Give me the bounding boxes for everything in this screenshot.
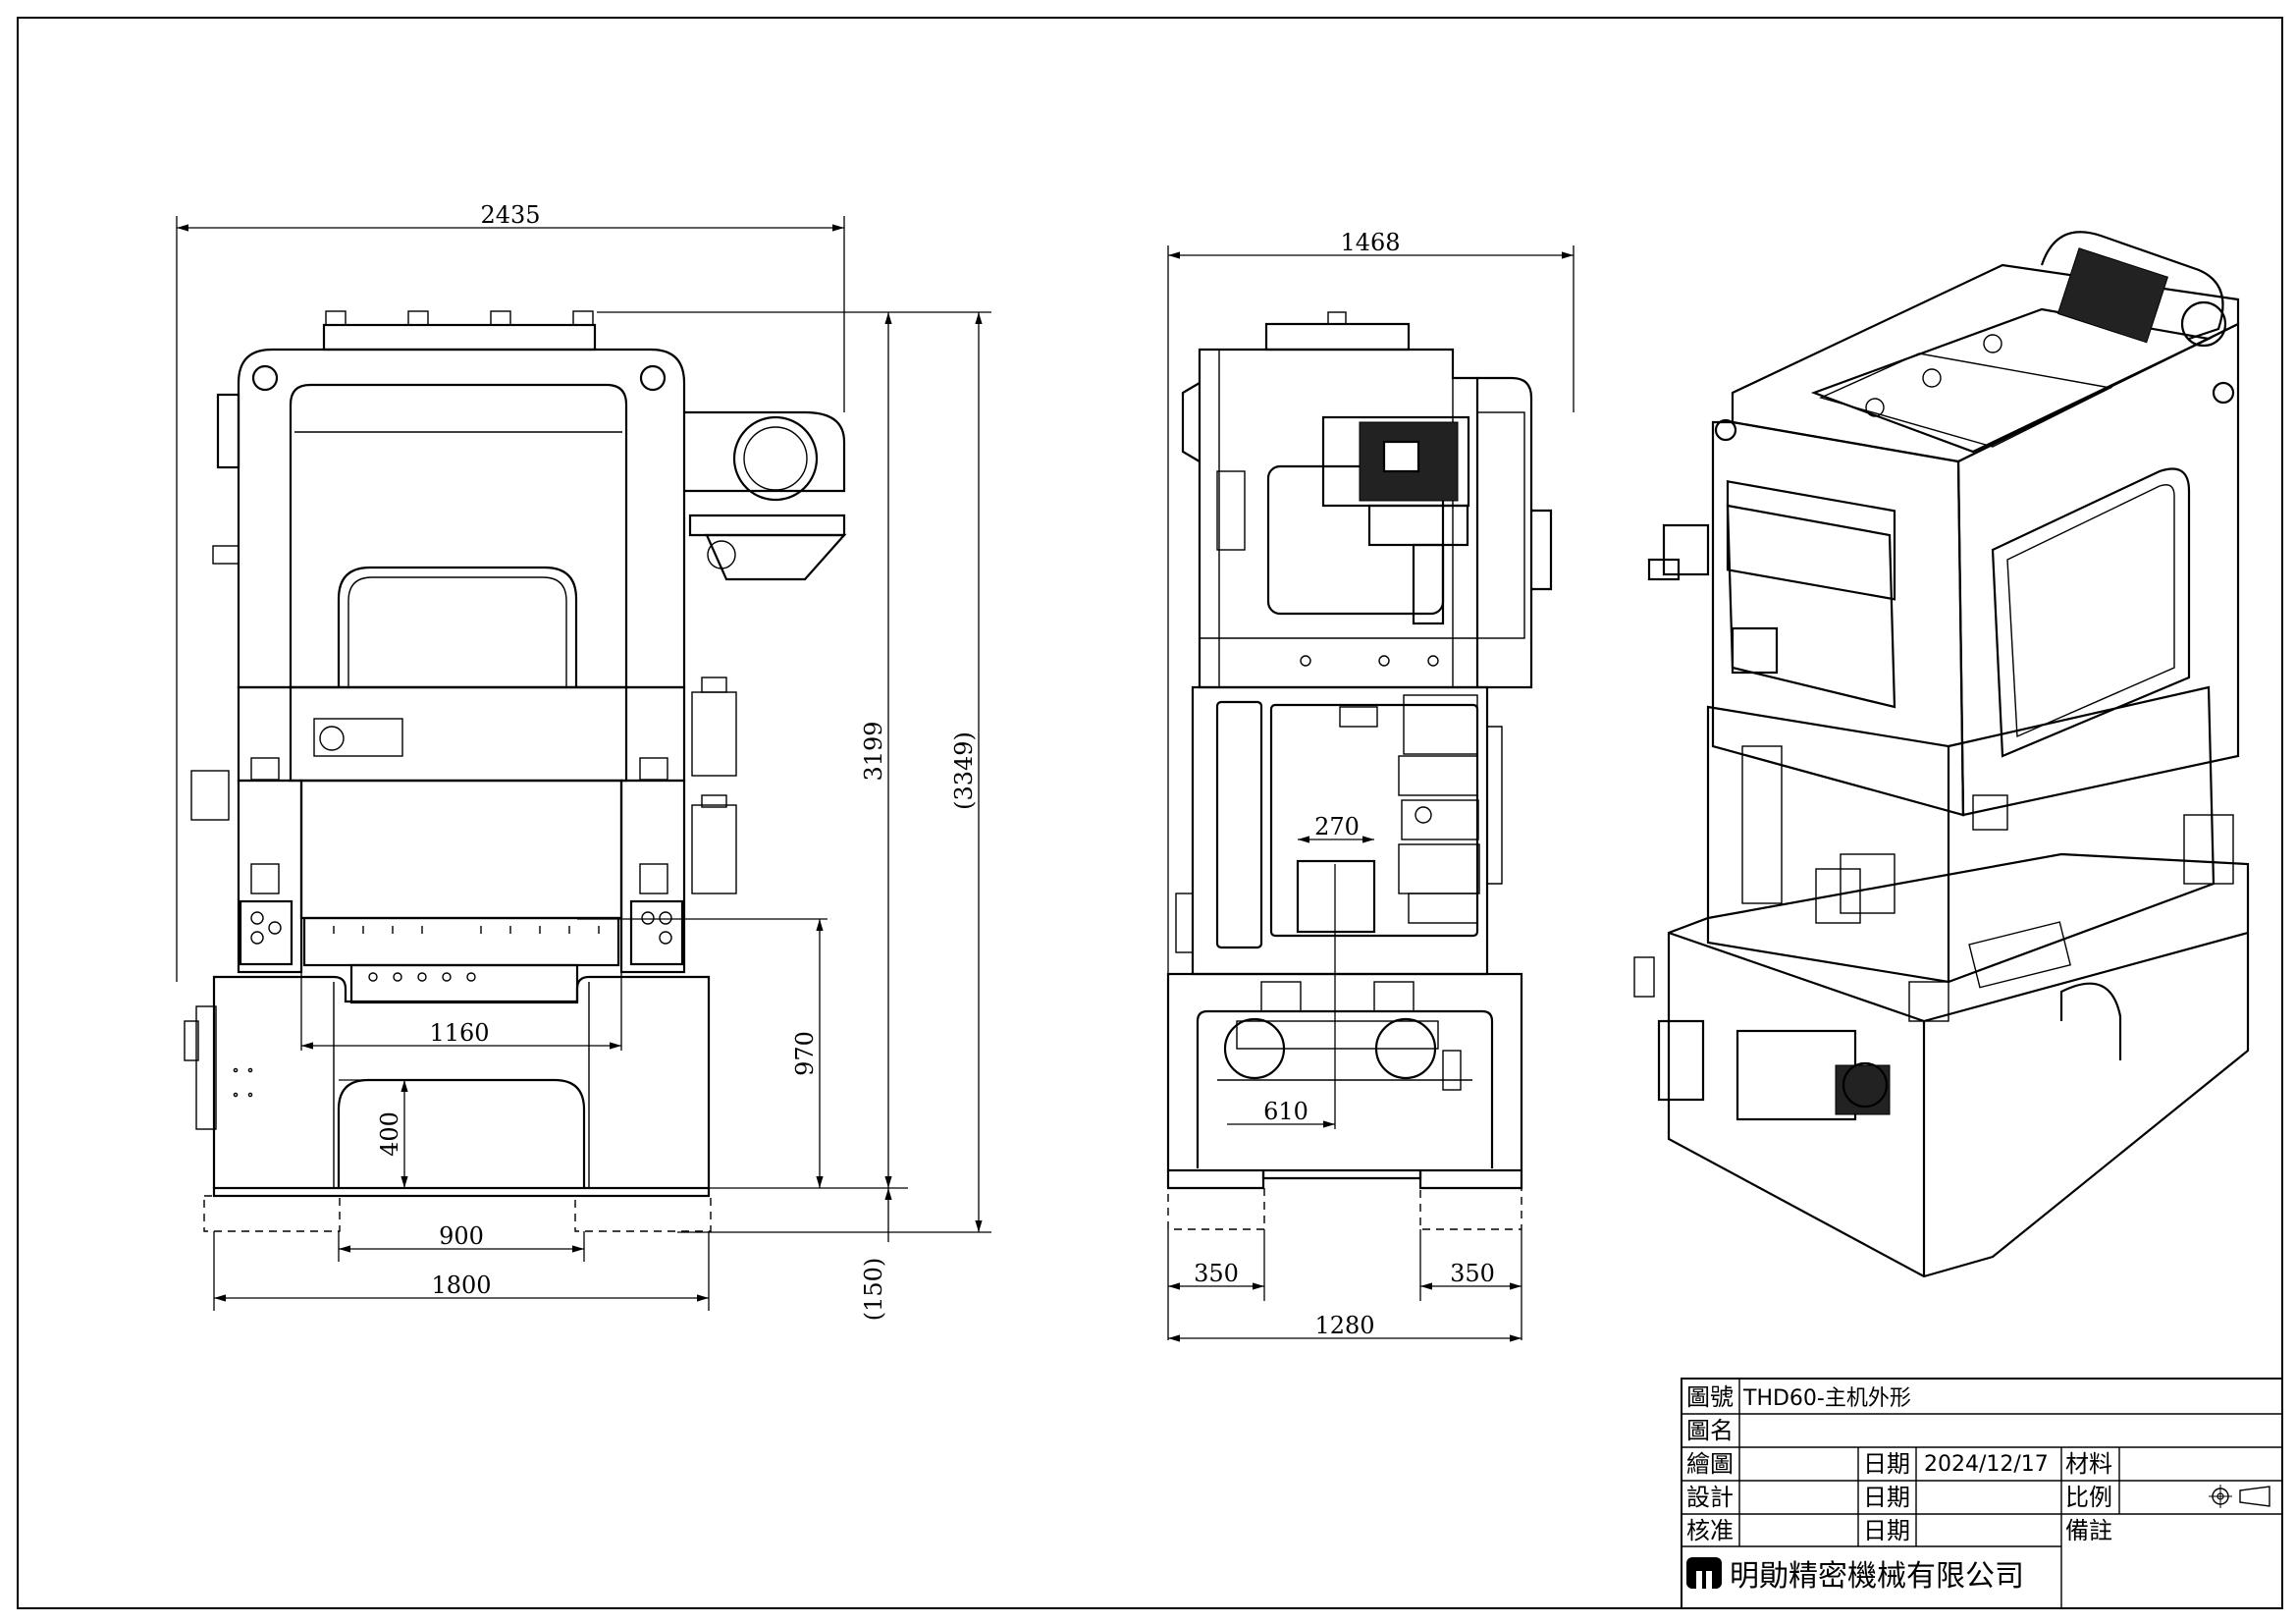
front-view (184, 310, 847, 1232)
tb-drawing-no-value: THD60-主机外形 (1742, 1386, 1911, 1411)
dim-side-base-depth: 610 (1263, 1098, 1308, 1125)
tb-drawn-label: 繪圖 (1686, 1450, 1734, 1478)
front-dimensions: 2435 3199 (3349) (150) 970 1160 400 900 … (176, 201, 991, 1322)
tb-date-label-3: 日期 (1863, 1517, 1910, 1544)
title-block: 圖號 THD60-主机外形 圖名 繪圖 設計 核准 日期 日期 日期 2024/… (1681, 1378, 2283, 1609)
dim-side-foot-left: 350 (1194, 1260, 1239, 1287)
side-dimensions: 1468 270 610 350 350 1280 (1167, 229, 1575, 1342)
dim-front-opening: 1160 (429, 1019, 489, 1047)
dim-side-width: 1468 (1340, 229, 1400, 256)
dim-front-foundation: (150) (860, 1258, 887, 1322)
tb-date-value: 2024/12/17 (1924, 1452, 2049, 1477)
side-view (1166, 311, 1553, 1230)
projection-symbol-icon (2209, 1485, 2270, 1508)
dim-side-window: 270 (1314, 813, 1360, 840)
sheet-border (17, 17, 2283, 1609)
tb-scale-label: 比例 (2065, 1484, 2112, 1511)
dim-base-inner: 900 (439, 1222, 484, 1250)
dim-front-height: 3199 (860, 721, 887, 781)
tb-check-label: 核准 (1686, 1517, 1734, 1544)
tb-design-label: 設計 (1686, 1484, 1734, 1511)
tb-date-label-1: 日期 (1863, 1450, 1910, 1478)
dim-base-opening-height: 400 (376, 1111, 403, 1157)
dim-base-width: 1800 (431, 1272, 491, 1299)
tb-material-label: 材料 (2065, 1450, 2112, 1478)
company-logo-icon (1686, 1557, 1722, 1589)
tb-remarks-label: 備註 (2065, 1517, 2112, 1544)
tb-drawing-name-label: 圖名 (1686, 1417, 1734, 1444)
tb-drawing-no-label: 圖號 (1686, 1383, 1734, 1411)
dim-front-width: 2435 (480, 201, 540, 229)
dim-side-foot-right: 350 (1450, 1260, 1495, 1287)
tb-date-label-2: 日期 (1863, 1484, 1910, 1511)
isometric-view (1633, 231, 2250, 1278)
company-name: 明勛精密機械有限公司 (1730, 1559, 2024, 1594)
dim-bolster-height: 970 (791, 1031, 819, 1076)
dim-front-height-total: (3349) (950, 731, 978, 810)
dim-side-base-width: 1280 (1314, 1312, 1374, 1339)
